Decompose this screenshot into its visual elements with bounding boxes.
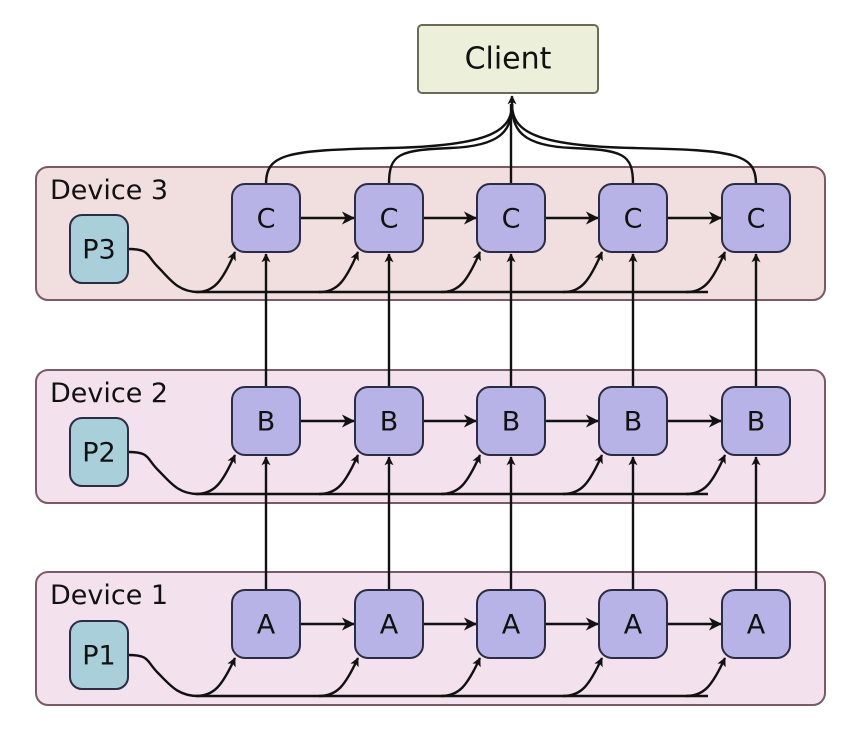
- param-branch-arrow: [440, 657, 482, 698]
- compute-node-label: A: [257, 610, 276, 641]
- compute-node-box: [354, 183, 424, 253]
- compute-node-label: A: [380, 610, 399, 641]
- compute-node: A: [354, 589, 424, 659]
- compute-node: C: [598, 183, 668, 253]
- param-bus: [127, 247, 708, 294]
- compute-node: B: [476, 386, 546, 456]
- client-label: Client: [465, 42, 552, 77]
- compute-node-label: A: [502, 610, 521, 641]
- device-panel-3: Device 3: [35, 166, 826, 301]
- param-branch-arrow: [440, 251, 482, 294]
- compute-node: A: [598, 589, 668, 659]
- param-branch-arrow: [685, 454, 727, 496]
- compute-nodes: C C C C C B B B B B A A A A A: [231, 183, 791, 659]
- param-branch-arrow: [685, 251, 727, 294]
- compute-node-box: [721, 386, 791, 456]
- param-branch-arrow: [562, 454, 604, 496]
- output-line: [264, 103, 514, 185]
- param-branch-arrow: [562, 657, 604, 698]
- compute-node-box: [721, 183, 791, 253]
- param-branch-arrow: [195, 251, 237, 294]
- compute-node-label: B: [380, 407, 399, 438]
- compute-node-label: A: [747, 610, 766, 641]
- parameter-block-box: [69, 417, 129, 487]
- param-branch-arrow: [318, 657, 360, 698]
- compute-node-box: [476, 386, 546, 456]
- param-bus: [127, 653, 708, 698]
- parameter-block: P1: [69, 620, 129, 690]
- compute-node-label: B: [747, 407, 766, 438]
- compute-node-label: C: [624, 204, 643, 235]
- parameter-label: P2: [82, 438, 115, 469]
- compute-node: A: [231, 589, 301, 659]
- compute-node-box: [476, 589, 546, 659]
- parameter-block: P3: [69, 214, 129, 284]
- compute-node-box: [231, 589, 301, 659]
- param-branch-arrow: [562, 251, 604, 294]
- compute-node-label: A: [624, 610, 643, 641]
- compute-node: B: [721, 386, 791, 456]
- compute-node-box: [231, 183, 301, 253]
- compute-node-label: C: [747, 204, 766, 235]
- compute-node: C: [354, 183, 424, 253]
- compute-node: B: [231, 386, 301, 456]
- compute-node: B: [354, 386, 424, 456]
- param-branch-arrow: [440, 454, 482, 496]
- compute-node: A: [721, 589, 791, 659]
- param-branch-arrow: [685, 657, 727, 698]
- compute-node-box: [354, 589, 424, 659]
- compute-node: C: [721, 183, 791, 253]
- compute-node-box: [354, 386, 424, 456]
- compute-node-box: [598, 386, 668, 456]
- compute-node: C: [476, 183, 546, 253]
- parameter-block-box: [69, 620, 129, 690]
- device-panel-2: Device 2: [35, 369, 826, 504]
- compute-node-box: [721, 589, 791, 659]
- output-line: [387, 103, 514, 185]
- parameter-block: P2: [69, 417, 129, 487]
- device-title: Device 1: [50, 580, 168, 611]
- param-branch-arrow: [318, 454, 360, 496]
- parameter-block-box: [69, 214, 129, 284]
- device-title: Device 2: [50, 378, 168, 409]
- compute-node-label: C: [257, 204, 276, 235]
- client-box: Client: [417, 24, 599, 94]
- parameter-label: P1: [82, 641, 115, 672]
- compute-node-label: B: [502, 407, 521, 438]
- compute-node-box: [598, 589, 668, 659]
- parameter-label: P3: [82, 235, 115, 266]
- device-title: Device 3: [50, 175, 168, 206]
- output-line: [510, 103, 635, 185]
- compute-node: B: [598, 386, 668, 456]
- device-panel-1: Device 1: [35, 571, 826, 706]
- compute-node-box: [476, 183, 546, 253]
- compute-node: A: [476, 589, 546, 659]
- compute-node-label: B: [257, 407, 276, 438]
- compute-node-label: B: [624, 407, 643, 438]
- compute-node-box: [598, 183, 668, 253]
- compute-node-box: [231, 386, 301, 456]
- param-branch-arrow: [195, 454, 237, 496]
- compute-node: C: [231, 183, 301, 253]
- output-line: [510, 103, 758, 185]
- connection-lines: [127, 95, 761, 698]
- param-branch-arrow: [318, 251, 360, 294]
- compute-node-label: C: [380, 204, 399, 235]
- param-branch-arrow: [195, 657, 237, 698]
- param-bus: [127, 450, 708, 496]
- compute-node-label: C: [502, 204, 521, 235]
